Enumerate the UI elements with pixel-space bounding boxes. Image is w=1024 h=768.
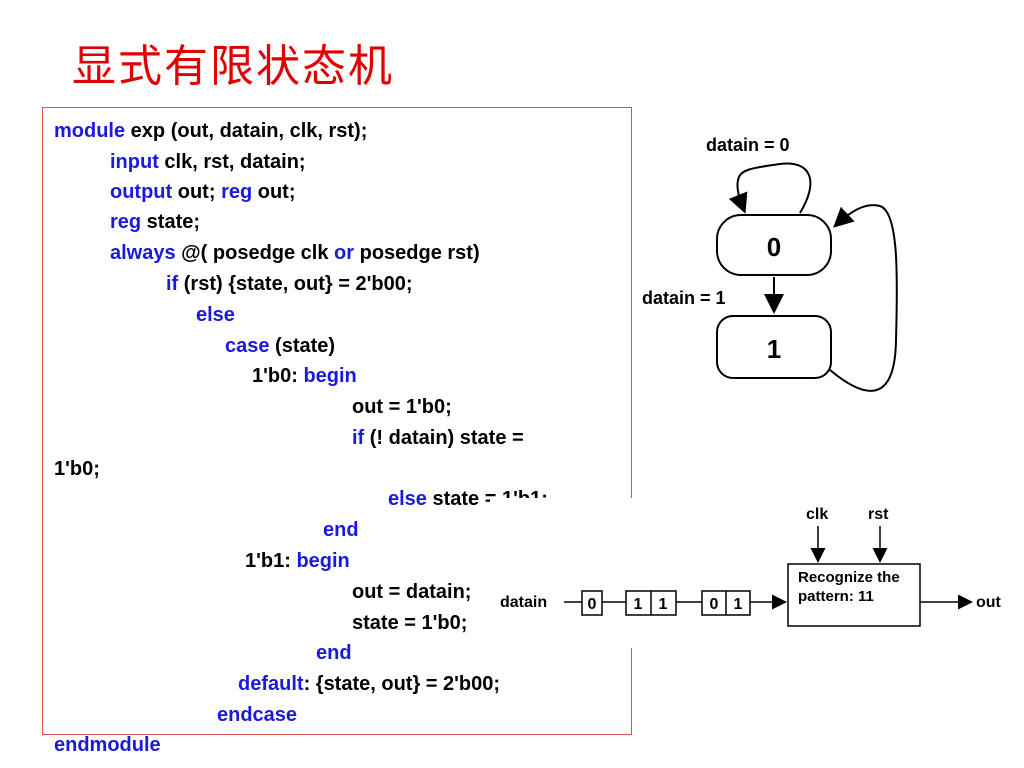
code-keyword: else — [196, 304, 235, 326]
bit-value: 1 — [634, 596, 643, 613]
code-line-2: input clk, rst, datain; — [110, 150, 306, 174]
code-line-6: if (rst) {state, out} = 2'b00; — [166, 272, 412, 296]
code-line-5: always @( posedge clk or posedge rst) — [110, 241, 480, 265]
code-text: out = 1'b0; — [352, 396, 452, 418]
recognizer-box — [787, 563, 921, 627]
code-keyword: default — [238, 673, 304, 695]
state-1 — [716, 315, 832, 379]
code-text: state = 1'b0; — [352, 612, 468, 634]
bit-value: 1 — [734, 596, 743, 613]
bit-value: 0 — [710, 596, 719, 613]
code-line-15: 1'b1: begin — [245, 549, 350, 573]
input-label: datain — [500, 594, 547, 611]
code-keyword: if — [352, 427, 365, 449]
code-keyword: endmodule — [54, 734, 161, 756]
code-keyword: or — [334, 242, 355, 264]
code-text: (state) — [269, 335, 336, 357]
state-0 — [716, 214, 832, 276]
code-keyword: module — [54, 120, 126, 142]
code-keyword: if — [166, 273, 179, 295]
code-keyword: reg — [110, 211, 142, 233]
transition-label: datain = 1 — [642, 288, 726, 308]
state-diagram: datain = 0 0 datain = 1 1 — [642, 135, 898, 392]
slide-title: 显式有限状态机 — [72, 41, 394, 92]
code-text: out = datain; — [352, 581, 472, 603]
output-label: out — [976, 594, 1002, 611]
code-keyword: output — [110, 181, 173, 203]
code-text: out; — [252, 181, 296, 203]
code-line-1: module exp (out, datain, clk, rst); — [54, 119, 367, 143]
code-line-11: if (! datain) state = — [352, 426, 524, 450]
self-loop-label: datain = 0 — [706, 135, 790, 155]
code-line-10: out = 1'b0; — [352, 395, 452, 419]
code-line-9: 1'b0: begin — [252, 364, 357, 388]
box-line-2: pattern: 11 — [798, 588, 874, 605]
code-keyword: input — [110, 151, 159, 173]
code-keyword: end — [316, 642, 352, 664]
self-loop-arrow — [728, 162, 812, 214]
code-line-3: output out; reg out; — [110, 180, 296, 204]
code-text: 1'b1: — [245, 550, 297, 572]
bit-box — [581, 590, 603, 616]
code-keyword: reg — [221, 181, 253, 203]
code-line-21: endmodule — [54, 733, 161, 757]
code-line-14: end — [323, 518, 359, 542]
code-keyword: endcase — [217, 704, 298, 726]
code-line-8: case (state) — [225, 334, 335, 358]
code-line-17: state = 1'b0; — [352, 611, 467, 635]
code-keyword: always — [110, 242, 176, 264]
code-text: (rst) {state, out} = 2'b00; — [178, 273, 413, 295]
code-text: 1'b0: — [252, 365, 304, 387]
box-line-1: Recognize the — [798, 569, 900, 586]
state-1-label: 1 — [767, 334, 781, 364]
return-arrow — [829, 204, 898, 392]
code-text: state; — [141, 211, 201, 233]
code-text: clk, rst, datain; — [158, 151, 306, 173]
code-text: exp (out, datain, clk, rst); — [125, 120, 368, 142]
code-box — [42, 107, 632, 735]
code-line-18: end — [316, 641, 352, 665]
code-text: posedge rst) — [354, 242, 480, 264]
clk-label: clk — [806, 506, 828, 523]
code-keyword: case — [225, 335, 270, 357]
code-line-12: 1'b0; — [54, 457, 100, 481]
rst-label: rst — [868, 506, 889, 523]
code-line-7: else — [196, 303, 235, 327]
bit-value: 1 — [659, 596, 668, 613]
code-line-16: out = datain; — [352, 580, 471, 604]
code-text: @( posedge clk — [175, 242, 335, 264]
code-text: (! datain) state = — [364, 427, 524, 449]
code-keyword: else — [388, 488, 427, 510]
code-text: out; — [172, 181, 222, 203]
pattern-recognizer-diagram: datain 0 1 1 0 1 Recognize the pattern: … — [490, 498, 1024, 648]
code-keyword: end — [323, 519, 359, 541]
code-keyword: begin — [303, 365, 357, 387]
bit-value: 0 — [588, 596, 597, 613]
code-line-4: reg state; — [110, 210, 200, 234]
code-line-19: default: {state, out} = 2'b00; — [238, 672, 500, 696]
code-line-20: endcase — [217, 703, 297, 727]
code-text: : {state, out} = 2'b00; — [303, 673, 501, 695]
state-0-label: 0 — [767, 232, 781, 262]
code-keyword: begin — [296, 550, 350, 572]
code-text: 1'b0; — [54, 458, 100, 480]
